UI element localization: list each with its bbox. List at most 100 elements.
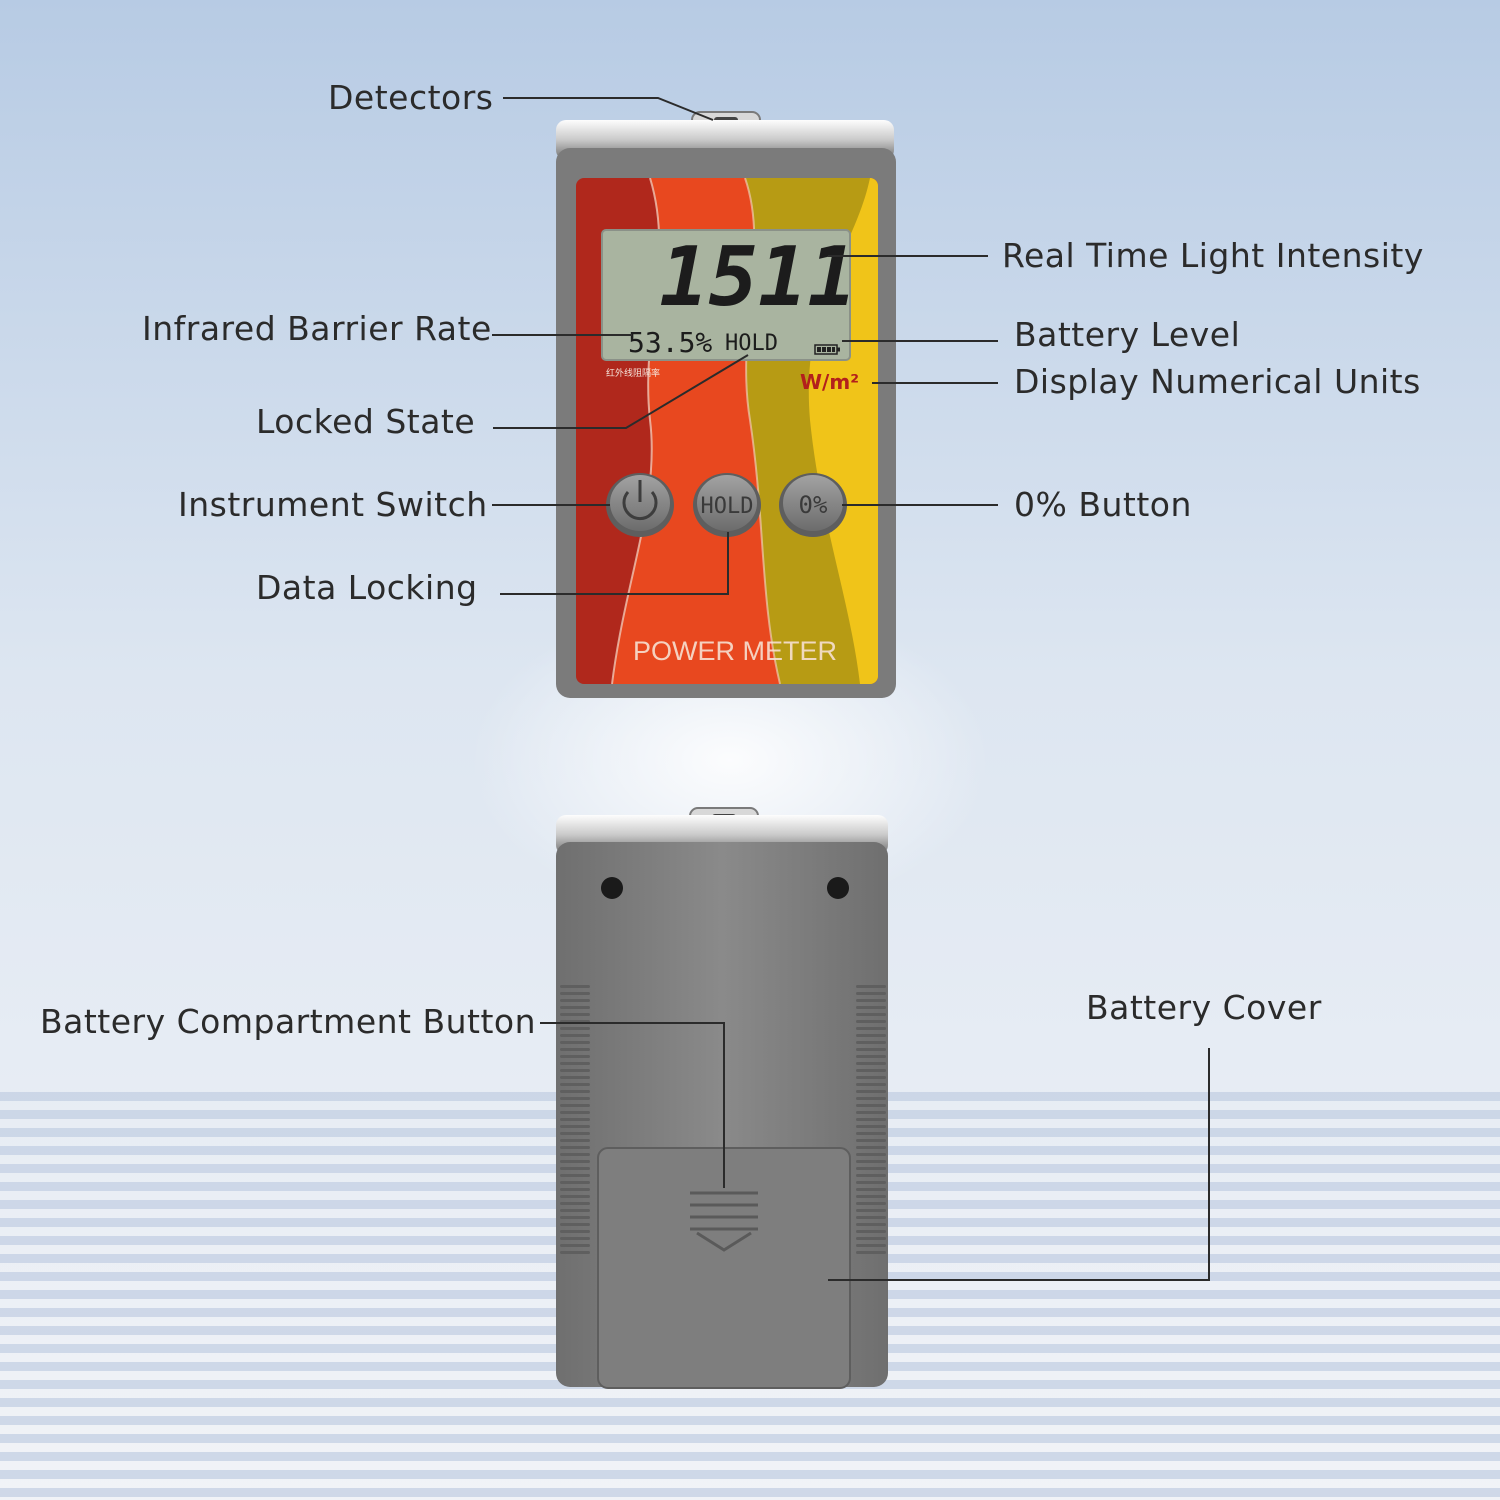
- unit-label: W/m²: [800, 370, 859, 394]
- grip-ridge: [856, 1076, 886, 1079]
- grip-ridge: [560, 1181, 590, 1184]
- battery-release-arrow-icon[interactable]: [690, 1191, 758, 1252]
- grip-ridge: [560, 1027, 590, 1030]
- grip-ridge: [856, 1174, 886, 1177]
- grip-ridge: [560, 1013, 590, 1016]
- back-device: [556, 807, 888, 1389]
- grip-ridge: [560, 1104, 590, 1107]
- leader-locked-state: [493, 354, 749, 429]
- grip-ridge: [560, 1090, 590, 1093]
- label-battery-level: Battery Level: [1014, 315, 1241, 354]
- grip-ridge: [856, 1020, 886, 1023]
- grip-ridge: [856, 999, 886, 1002]
- background-stripe: [0, 1416, 1500, 1425]
- label-display-numerical-units: Display Numerical Units: [1014, 362, 1421, 401]
- grip-ridge: [856, 1181, 886, 1184]
- grip-ridge: [856, 1048, 886, 1051]
- lcd-percent-value: 53.5%: [628, 326, 712, 359]
- lcd-hold-text: HOLD: [725, 331, 778, 356]
- grip-ridge: [856, 1160, 886, 1163]
- lcd-display: [601, 229, 851, 361]
- label-real-time-light-intensity: Real Time Light Intensity: [1002, 236, 1424, 275]
- grip-ridge: [560, 1125, 590, 1128]
- label-zero-button: 0% Button: [1014, 485, 1192, 524]
- grip-ridge: [560, 1216, 590, 1219]
- front-device: 1511 53.5% HOLD 红外线阻隔率 W/m² HOLD: [556, 111, 896, 698]
- grip-ridge: [856, 1132, 886, 1135]
- screw-hole-left: [601, 877, 623, 899]
- grip-ridge: [856, 1223, 886, 1226]
- panel-chinese-label: 红外线阻隔率: [606, 367, 660, 379]
- grip-ridge: [856, 1055, 886, 1058]
- grip-ridge: [560, 1006, 590, 1009]
- grip-ridge: [560, 985, 590, 988]
- grip-ridge: [560, 1251, 590, 1254]
- screw-hole-right: [827, 877, 849, 899]
- grip-ridge: [560, 999, 590, 1002]
- grip-ridge: [560, 1062, 590, 1065]
- grip-ridge: [856, 1188, 886, 1191]
- leader-battery-cover: [828, 1048, 1210, 1281]
- label-data-locking: Data Locking: [256, 568, 478, 607]
- grip-ridge: [560, 1195, 590, 1198]
- background-stripe: [0, 1434, 1500, 1443]
- grip-ridge: [856, 1251, 886, 1254]
- grip-ridge: [856, 1139, 886, 1142]
- grip-ridge: [856, 1111, 886, 1114]
- label-locked-state: Locked State: [256, 402, 476, 441]
- grip-ridge: [856, 1090, 886, 1093]
- grip-ridge: [856, 1062, 886, 1065]
- battery-icon: [814, 344, 840, 355]
- grip-ridge: [560, 1230, 590, 1233]
- leader-lines: [492, 97, 1210, 1281]
- leader-battery-compartment: [540, 1022, 725, 1188]
- power-button[interactable]: [606, 473, 674, 537]
- hold-button[interactable]: HOLD: [693, 473, 761, 537]
- label-infrared-barrier-rate: Infrared Barrier Rate: [142, 309, 492, 348]
- grip-ridge: [856, 1006, 886, 1009]
- zero-percent-button[interactable]: 0%: [779, 473, 847, 537]
- grip-ridge: [560, 1034, 590, 1037]
- power-icon: [622, 480, 658, 521]
- grip-ridge: [560, 1055, 590, 1058]
- background-stripe: [0, 1452, 1500, 1461]
- grip-ridges-right: [856, 985, 886, 1254]
- grip-ridge: [560, 1237, 590, 1240]
- grip-ridge: [856, 1104, 886, 1107]
- grip-ridge: [560, 1132, 590, 1135]
- grip-ridge: [560, 992, 590, 995]
- grip-ridge: [856, 1237, 886, 1240]
- grip-ridge: [560, 1111, 590, 1114]
- label-battery-cover: Battery Cover: [1086, 988, 1322, 1027]
- grip-ridges-left: [560, 985, 590, 1254]
- grip-ridge: [560, 1202, 590, 1205]
- grip-ridge: [560, 1153, 590, 1156]
- grip-ridge: [560, 1209, 590, 1212]
- grip-ridge: [560, 1223, 590, 1226]
- grip-ridge: [856, 1202, 886, 1205]
- zero-button-label: 0%: [799, 491, 828, 519]
- label-battery-compartment-button: Battery Compartment Button: [40, 1002, 537, 1041]
- grip-ridge: [560, 1041, 590, 1044]
- grip-ridge: [856, 1216, 886, 1219]
- grip-ridge: [560, 1048, 590, 1051]
- grip-ridge: [856, 1195, 886, 1198]
- grip-ridge: [856, 1083, 886, 1086]
- lcd-main-value: 1511: [659, 230, 856, 325]
- grip-ridge: [856, 1118, 886, 1121]
- grip-ridge: [856, 1013, 886, 1016]
- leader-detectors: [503, 97, 714, 121]
- brand-text: POWER METER: [633, 636, 837, 666]
- grip-ridge: [560, 1188, 590, 1191]
- grip-ridge: [560, 1069, 590, 1072]
- grip-ridge: [560, 1083, 590, 1086]
- grip-ridge: [560, 1174, 590, 1177]
- grip-ridge: [856, 1167, 886, 1170]
- grip-ridge: [856, 985, 886, 988]
- background-stripe: [0, 1398, 1500, 1407]
- grip-ridge: [856, 1230, 886, 1233]
- leader-data-locking: [500, 532, 729, 595]
- grip-ridge: [560, 1167, 590, 1170]
- grip-ridge: [856, 1209, 886, 1212]
